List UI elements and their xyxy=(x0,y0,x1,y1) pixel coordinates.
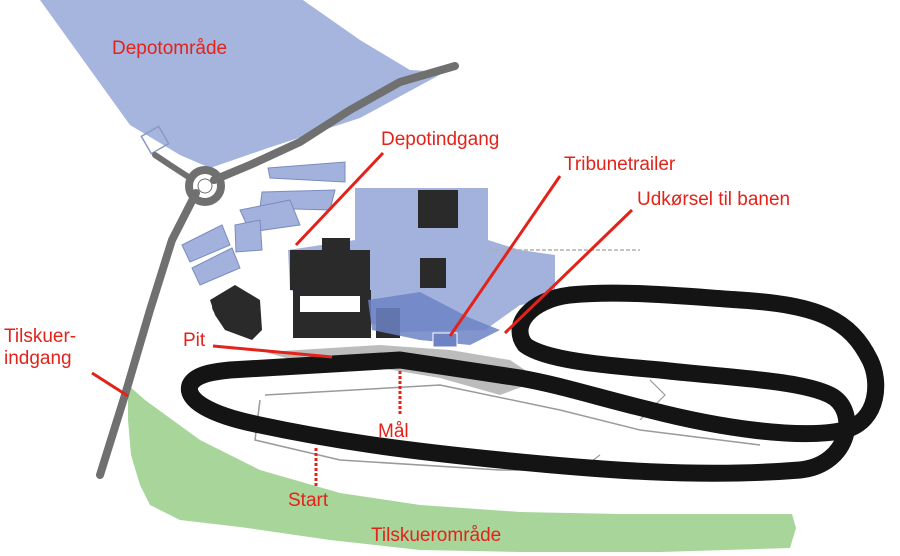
pit-lane-overlay xyxy=(368,292,500,345)
grandstand-trailer-block xyxy=(432,332,458,348)
roundabout-center xyxy=(197,178,213,194)
finish-label: Mål xyxy=(378,421,409,442)
depot-road xyxy=(210,62,459,184)
start-label: Start xyxy=(288,490,329,511)
depot-area-label: Depotområde xyxy=(112,38,228,59)
depot-area-region xyxy=(40,0,445,168)
pit-label: Pit xyxy=(183,330,206,351)
depot-area-marker xyxy=(140,125,170,155)
depot-road-west xyxy=(152,152,193,181)
spectator-area-label: Tilskuerområde xyxy=(371,525,502,546)
spectator-entrance-label: Tilskuer- indgang xyxy=(4,326,76,370)
leader-lines xyxy=(91,151,634,486)
track-exit-label: Udkørsel til banen xyxy=(637,189,791,210)
access-road xyxy=(96,189,200,479)
race-track xyxy=(180,284,885,482)
spectator-entrance-line1: Tilskuer- xyxy=(4,326,77,347)
depot-entrance-label: Depotindgang xyxy=(381,129,500,150)
spectator-entrance-line2: indgang xyxy=(4,348,72,369)
grandstand-trailer-label: Tribunetrailer xyxy=(564,154,676,175)
spectator-area-region xyxy=(128,385,796,552)
white-block xyxy=(300,296,360,312)
roundabout xyxy=(185,166,225,206)
